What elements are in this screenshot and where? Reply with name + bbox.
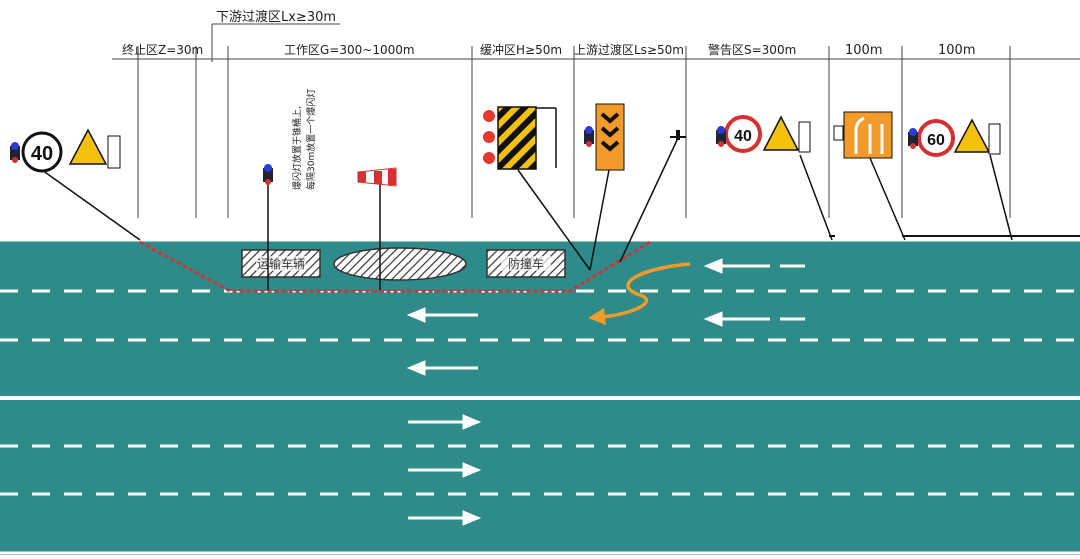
speed-limit-left: 40 [31, 143, 53, 165]
dimension-lines [112, 23, 1080, 218]
merge-arrowhead [588, 308, 606, 325]
zone-end-label: 终止区Z=30m [122, 42, 203, 57]
distance-100m-b: 100m [938, 43, 975, 58]
far-sign-group: 60 [908, 118, 1013, 241]
zone-downstream-label: 下游过渡区Lx≥30m [216, 9, 336, 25]
work-area-ellipse [333, 247, 467, 281]
chevron-sign [584, 103, 625, 271]
transport-vehicle-box [241, 249, 321, 278]
small-light-post [619, 130, 686, 263]
flash-light-note: 爆闪灯放置于锥桶上, 每隔30m放置一个爆闪灯 [291, 89, 317, 190]
svg-text:每隔30m放置一个爆闪灯: 每隔30m放置一个爆闪灯 [305, 89, 317, 190]
left-sign-group: 40 [10, 128, 141, 241]
flash-light-pole [263, 164, 273, 290]
svg-text:爆闪灯放置于锥桶上,: 爆闪灯放置于锥桶上, [291, 106, 303, 190]
speed-limit-warning: 40 [734, 128, 752, 145]
flow-arrows-right [408, 414, 482, 526]
merge-arrow [599, 262, 691, 319]
distance-100m-a: 100m [845, 43, 882, 58]
zone-work-label: 工作区G=300~1000m [284, 43, 415, 57]
zone-buffer-label: 缓冲区H≥50m [480, 42, 562, 57]
zone-warning-label: 警告区S=300m [708, 42, 796, 57]
cone-taper-line [139, 240, 651, 293]
windsock [357, 167, 397, 290]
crash-truck-label: 防撞车 [508, 256, 544, 271]
speed-limit-far: 60 [927, 132, 945, 149]
flow-arrows-left [406, 258, 805, 376]
warning-sign-group: 40 [716, 115, 833, 241]
lane-merge-sign [833, 111, 906, 241]
zone-upstream-label: 上游过渡区Ls≥50m [574, 42, 684, 57]
arrow-board [483, 106, 591, 271]
transport-vehicle-label: 运输车辆 [257, 256, 305, 271]
